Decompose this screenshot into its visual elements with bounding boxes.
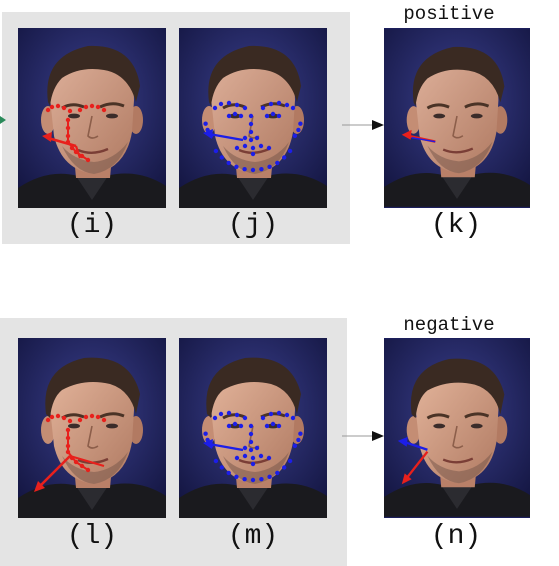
transfer-arrow-row2 [340, 426, 386, 450]
caption-i: (i) [66, 210, 118, 241]
caption-j: (j) [227, 210, 279, 241]
caption-n: (n) [430, 521, 482, 552]
caption-m: (m) [227, 521, 279, 552]
face-image-i [18, 28, 166, 208]
face-image-l [18, 338, 166, 518]
label-negative: negative [403, 314, 495, 336]
label-positive: positive [403, 3, 495, 25]
caption-k: (k) [430, 210, 482, 241]
face-image-k [384, 28, 530, 208]
face-image-n [384, 338, 530, 518]
incoming-arrow-row1 [0, 112, 8, 131]
face-image-j [179, 28, 327, 208]
face-image-m [179, 338, 327, 518]
caption-l: (l) [66, 521, 118, 552]
transfer-arrow-row1 [340, 115, 386, 139]
